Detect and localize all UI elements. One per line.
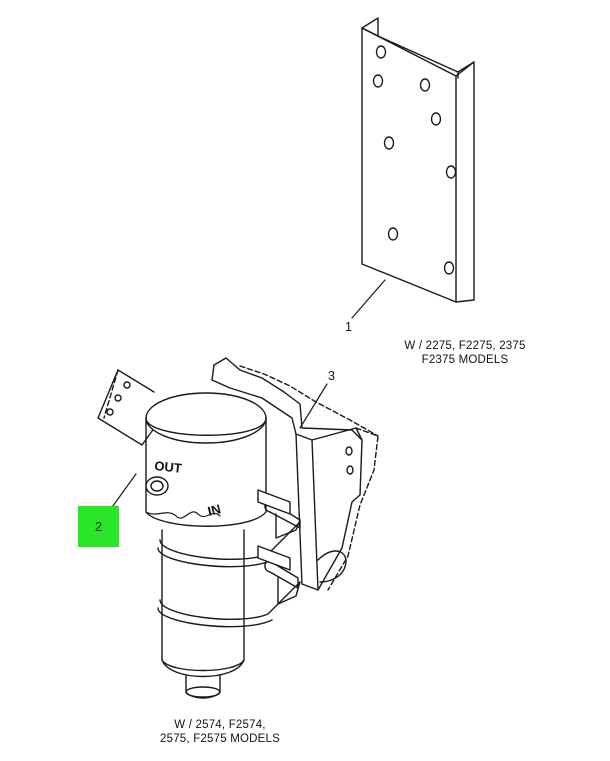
callout-2-highlighted[interactable]: 2: [78, 506, 119, 547]
in-marking: IN: [206, 501, 222, 519]
caption-top-right-line-2: F2375 MODELS: [421, 354, 509, 366]
caption-bottom: W / 2574, F2574, 2575, F2575 MODELS: [140, 718, 300, 746]
caption-bottom-line-1: W / 2574, F2574,: [174, 719, 266, 731]
caption-top-right: W / 2275, F2275, 2375 F2375 MODELS: [390, 339, 540, 367]
callout-3[interactable]: 3: [328, 369, 335, 383]
caption-bottom-line-2: 2575, F2575 MODELS: [160, 733, 280, 745]
mounting-plate-part-1[interactable]: [351, 17, 475, 319]
filter-assembly-part-2[interactable]: [109, 392, 301, 699]
out-marking: OUT: [154, 458, 183, 476]
caption-top-right-line-1: W / 2275, F2275, 2375: [404, 340, 526, 352]
callout-2-label: 2: [94, 519, 103, 534]
callout-1[interactable]: 1: [345, 320, 352, 334]
bracket-part-3[interactable]: [97, 357, 379, 591]
